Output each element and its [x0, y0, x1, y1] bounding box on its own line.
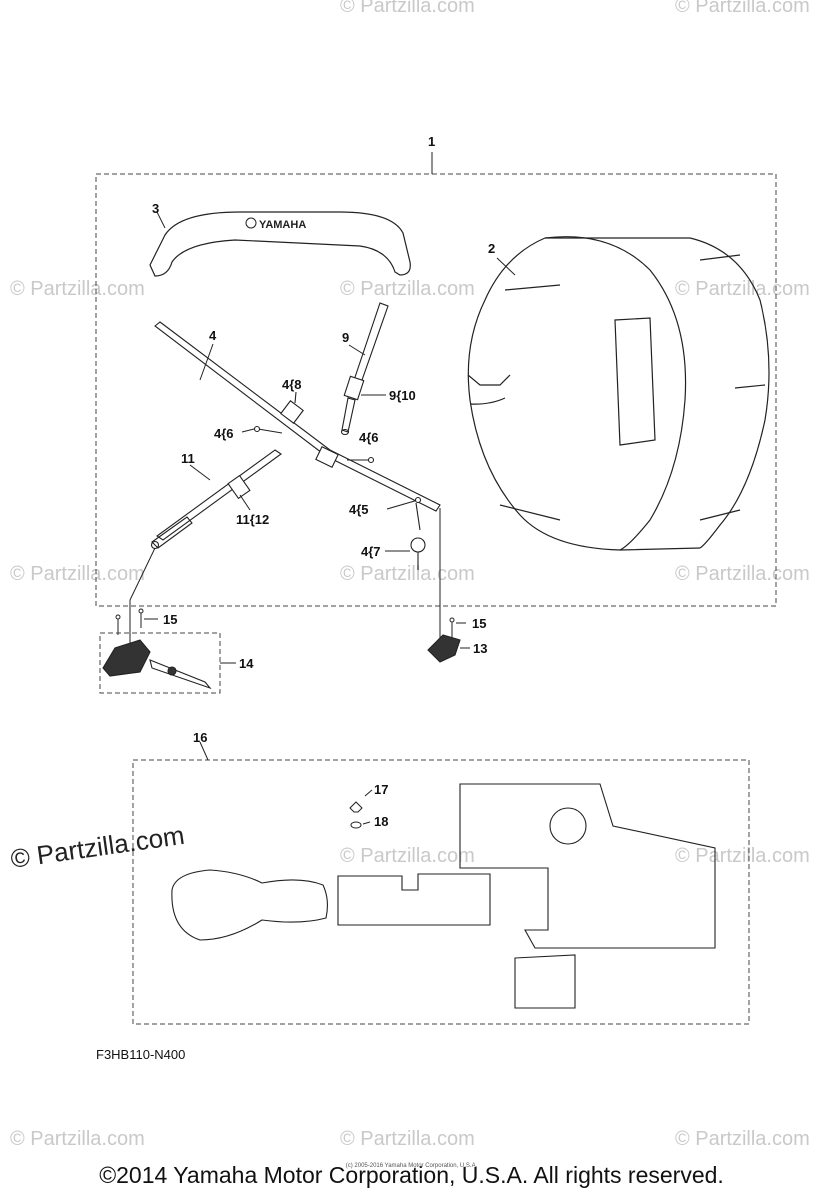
fastener-17: [349, 801, 363, 813]
callout-15a: 15: [163, 612, 177, 627]
watermark-main: © Partzilla.com: [9, 820, 187, 874]
callout-13: 13: [473, 641, 487, 656]
yamaha-logo-text: YAMAHA: [259, 219, 306, 231]
leader-4: [199, 343, 214, 381]
watermarks: © Partzilla.com © Partzilla.com © Partzi…: [9, 0, 810, 1150]
callout-17: 17: [374, 782, 388, 797]
callout-4: 4: [209, 328, 217, 343]
fine-print: (c) 2005-2016 Yamaha Motor Corporation, …: [345, 1163, 478, 1169]
watermark: © Partzilla.com: [10, 563, 145, 585]
knob-4-7: [410, 537, 426, 570]
watermark: © Partzilla.com: [675, 845, 810, 867]
callout-15b: 15: [472, 616, 486, 631]
callout-2: 2: [488, 241, 495, 256]
group-14-box: [99, 632, 221, 694]
part-2-cover: [467, 236, 770, 551]
part-9-strut: [340, 302, 389, 436]
watermark: © Partzilla.com: [10, 1128, 145, 1150]
callout-9-10: 9{10: [389, 388, 416, 403]
watermark: © Partzilla.com: [340, 845, 475, 867]
watermark: © Partzilla.com: [340, 278, 475, 300]
mats: [171, 783, 716, 1009]
watermark: © Partzilla.com: [10, 278, 145, 300]
part-4-bar: [154, 321, 441, 512]
callout-4-6a: 4{6: [214, 426, 234, 441]
part-13-mount: [427, 634, 461, 663]
screw-4-6-left: [253, 425, 283, 434]
callout-4-7: 4{7: [361, 544, 381, 559]
callout-3: 3: [152, 201, 159, 216]
screw-15-left-b: [138, 608, 144, 628]
callout-1: 1: [428, 134, 435, 149]
part-14-mount: [102, 639, 212, 690]
callout-4-5: 4{5: [349, 502, 369, 517]
watermark: © Partzilla.com: [675, 563, 810, 585]
watermark: © Partzilla.com: [675, 0, 810, 17]
screw-15-right: [449, 617, 455, 638]
callout-11-12: 11{12: [236, 512, 269, 527]
part-3-pad: YAMAHA: [149, 211, 411, 277]
screw-4-6-right: [347, 456, 375, 464]
watermark: © Partzilla.com: [675, 1128, 810, 1150]
callout-18: 18: [374, 814, 388, 829]
callout-4-6b: 4{6: [359, 430, 379, 445]
screw-4-5: [386, 496, 422, 531]
group-16-box: [132, 759, 750, 1025]
screw-15-left: [115, 614, 121, 635]
group-1-box: [95, 173, 777, 607]
watermark: © Partzilla.com: [340, 0, 475, 17]
watermark: © Partzilla.com: [340, 1128, 475, 1150]
watermark: © Partzilla.com: [340, 563, 475, 585]
part-11-strut: [150, 449, 282, 550]
watermark: © Partzilla.com: [675, 278, 810, 300]
callout-14: 14: [239, 656, 254, 671]
copyright-notice: ©2014 Yamaha Motor Corporation, U.S.A. A…: [99, 1162, 724, 1188]
callout-4-8: 4{8: [282, 377, 302, 392]
link-line-left: [129, 547, 156, 601]
diagram-code: F3HB110-N400: [96, 1047, 186, 1062]
leader-2: [496, 257, 516, 276]
callout-9: 9: [342, 330, 349, 345]
callout-16: 16: [193, 730, 207, 745]
washer-18: [350, 821, 362, 829]
callout-11: 11: [181, 451, 195, 466]
